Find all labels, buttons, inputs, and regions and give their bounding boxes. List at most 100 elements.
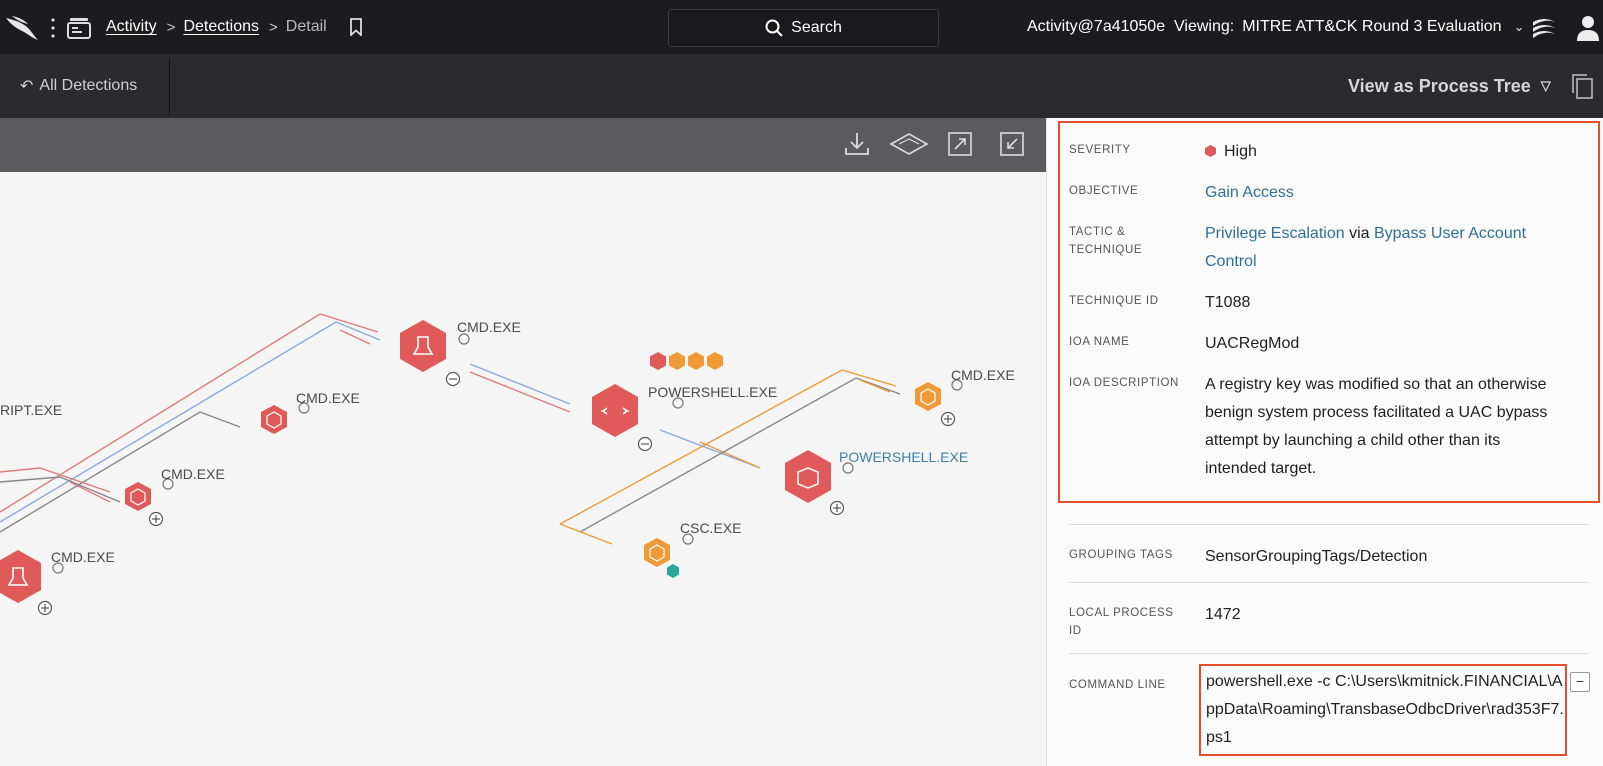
expand-node-toggle[interactable] xyxy=(940,411,956,427)
command-line-value[interactable]: powershell.exe -c C:\Users\kmitnick.FINA… xyxy=(1206,673,1564,746)
node-label[interactable]: POWERSHELL.EXE xyxy=(648,384,778,400)
command-line-highlight xyxy=(1199,664,1567,756)
ioa-name-label: IOA NAME xyxy=(1069,336,1130,348)
activity-app-icon[interactable] xyxy=(66,16,92,40)
network-icon xyxy=(162,478,174,490)
search-label: Search xyxy=(791,19,842,36)
search-button[interactable]: Search xyxy=(668,9,939,47)
objective-link[interactable]: Gain Access xyxy=(1205,184,1294,201)
edge-line xyxy=(339,329,371,345)
breadcrumb-activity-link[interactable]: Activity xyxy=(106,18,157,35)
edge-line xyxy=(0,467,111,493)
node-powershell-large[interactable] xyxy=(592,384,638,437)
technique-id-label: TECHNIQUE ID xyxy=(1069,295,1159,307)
more-vertical-icon[interactable] xyxy=(50,14,56,42)
process-graph[interactable]: RIPT.EXE CMD.EXE CMD.EXE CMD.EXE CMD.EXE… xyxy=(0,118,1046,766)
node-label[interactable]: CMD.EXE xyxy=(51,549,115,565)
node-label[interactable]: CMD.EXE xyxy=(161,466,225,482)
severity-label: SEVERITY xyxy=(1069,144,1131,156)
falcon-logo-icon[interactable] xyxy=(4,12,40,42)
chevron-right-icon: > xyxy=(269,18,278,36)
technique-id-value: T1088 xyxy=(1205,294,1251,311)
download-icon[interactable] xyxy=(843,130,871,158)
edge-line xyxy=(659,429,761,469)
search-icon xyxy=(765,19,783,37)
network-icon xyxy=(842,462,854,474)
network-icon xyxy=(951,379,963,391)
detection-badges xyxy=(650,352,723,370)
severity-high-icon xyxy=(1205,145,1216,157)
edge-line xyxy=(559,523,613,545)
edge-line xyxy=(0,313,379,513)
process-tree-canvas xyxy=(0,313,963,616)
command-line-label: COMMAND LINE xyxy=(1069,679,1166,691)
edge-line xyxy=(559,369,897,525)
collapse-icon[interactable] xyxy=(998,130,1026,158)
expand-node-toggle[interactable] xyxy=(148,511,164,527)
back-arrow-icon: ↶ xyxy=(20,78,34,95)
detection-detail-panel xyxy=(1046,118,1603,766)
top-navigation-bar: Activity > Detections > Detail Search Ac… xyxy=(0,0,1603,54)
copy-icon[interactable] xyxy=(1570,73,1594,99)
expand-icon[interactable] xyxy=(946,130,974,158)
divider xyxy=(1069,653,1589,654)
viewing-label: Viewing: xyxy=(1174,18,1235,35)
breadcrumb: Activity > Detections > Detail xyxy=(106,0,363,54)
viewing-value: MITRE ATT&CK Round 3 Evaluation xyxy=(1242,18,1502,35)
node-cmd-small-2[interactable] xyxy=(125,482,151,511)
grouping-tags-label: GROUPING TAGS xyxy=(1069,549,1173,561)
view-as-label: View as Process Tree xyxy=(1348,75,1531,96)
node-label-selected[interactable]: POWERSHELL.EXE xyxy=(839,449,969,465)
node-label[interactable]: CMD.EXE xyxy=(457,319,521,335)
expand-node-toggle[interactable] xyxy=(37,600,53,616)
tactic-link[interactable]: Privilege Escalation xyxy=(1205,225,1345,242)
tactic-via: via xyxy=(1349,225,1370,242)
node-csc-orange[interactable] xyxy=(644,538,670,567)
edge-line xyxy=(859,379,891,393)
network-icon xyxy=(298,402,310,414)
all-detections-back-button[interactable]: ↶ All Detections xyxy=(20,54,137,118)
layout-isometric-icon[interactable] xyxy=(889,130,929,158)
edge-line xyxy=(0,476,121,503)
node-cmd-small-1[interactable] xyxy=(261,405,287,434)
ioa-description-value: A registry key was modified so that an o… xyxy=(1205,376,1548,477)
node-cmd-large-2[interactable] xyxy=(0,550,41,603)
node-cmd-large-1[interactable] xyxy=(400,320,446,372)
collapse-node-toggle[interactable] xyxy=(637,436,653,452)
node-powershell-selected[interactable] xyxy=(785,450,831,503)
breadcrumb-detections-link[interactable]: Detections xyxy=(183,18,260,35)
ioa-description-label: IOA DESCRIPTION xyxy=(1069,377,1179,389)
account-name[interactable]: Activity@7a41050e xyxy=(1027,18,1166,35)
collapse-command-line-button[interactable]: − xyxy=(1570,672,1590,692)
ioa-name-value: UACRegMod xyxy=(1205,335,1300,352)
node-cmd-orange[interactable] xyxy=(915,382,941,411)
chevron-right-icon: > xyxy=(166,18,176,36)
expand-node-toggle[interactable] xyxy=(829,500,845,516)
stack-layers-icon[interactable] xyxy=(1531,16,1557,40)
edge-line xyxy=(69,481,111,503)
viewing-selector[interactable]: Viewing: MITRE ATT&CK Round 3 Evaluation… xyxy=(1174,0,1524,54)
status-hex-icon xyxy=(667,564,679,578)
network-icon xyxy=(458,333,470,345)
node-label[interactable]: CMD.EXE xyxy=(296,390,360,406)
bookmark-icon[interactable] xyxy=(349,18,363,36)
grouping-tags-value: SensorGroupingTags/Detection xyxy=(1205,548,1428,565)
node-label[interactable]: CSC.EXE xyxy=(680,520,742,536)
divider xyxy=(1069,582,1589,583)
collapse-node-toggle[interactable] xyxy=(445,371,461,387)
node-label[interactable]: CMD.EXE xyxy=(951,367,1015,383)
local-process-id-value: 1472 xyxy=(1205,606,1241,623)
view-as-dropdown[interactable]: View as Process Tree ▽ xyxy=(1348,54,1551,118)
node-label[interactable]: RIPT.EXE xyxy=(0,402,63,418)
user-avatar-icon[interactable] xyxy=(1576,14,1600,42)
triangle-down-icon: ▽ xyxy=(1540,78,1551,93)
edge-line xyxy=(0,411,241,533)
edge-line xyxy=(469,371,571,413)
edge-line xyxy=(469,363,571,405)
network-icon xyxy=(52,562,64,574)
severity-value-wrap: High xyxy=(1205,138,1565,166)
technique-link[interactable]: Bypass User Account Control xyxy=(1205,225,1527,270)
network-icon xyxy=(672,397,684,409)
objective-label: OBJECTIVE xyxy=(1069,185,1139,197)
divider xyxy=(1069,524,1589,525)
